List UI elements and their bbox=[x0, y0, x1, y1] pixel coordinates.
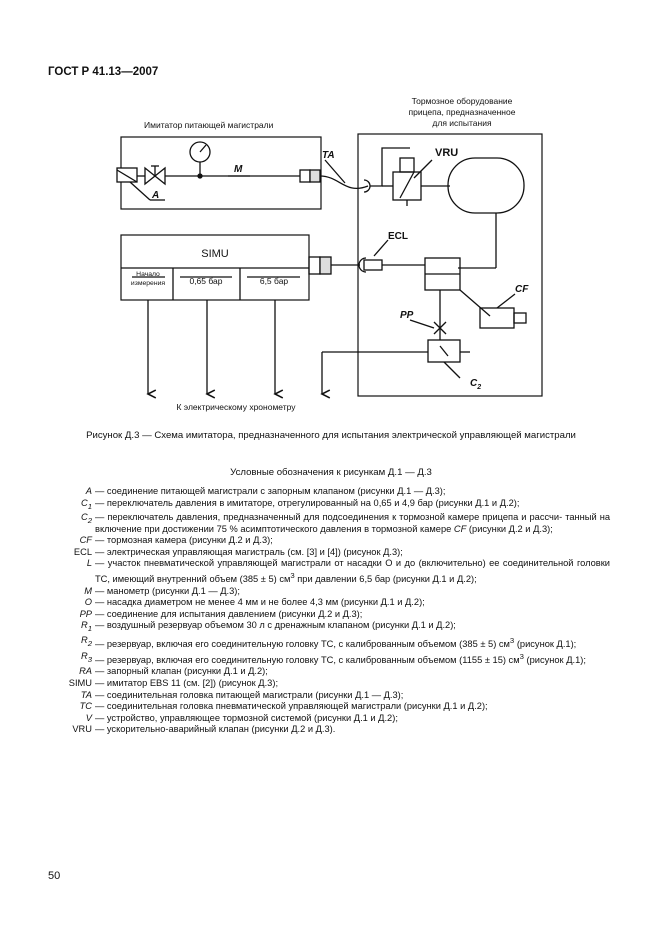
label-065: 0,65 бар bbox=[189, 276, 222, 286]
label-imitator: Имитатор питающей магистрали bbox=[144, 120, 274, 130]
label-a: A bbox=[151, 190, 159, 201]
label-ecl: ECL bbox=[388, 231, 408, 242]
air-reservoir bbox=[447, 157, 525, 214]
label-chronometer: К электрическому хронометру bbox=[176, 402, 296, 412]
label-start-2: измерения bbox=[131, 280, 165, 287]
legend-item-r1: R1 — воздушный резервуар объемом 30 л с … bbox=[80, 620, 456, 634]
legend-item-ra: RA — запорный клапан (рисунки Д.1 и Д.2)… bbox=[79, 666, 268, 677]
label-m: M bbox=[234, 164, 243, 175]
label-c2: C2 bbox=[470, 378, 481, 391]
legend-item-c1: C1 — переключатель давления в имитаторе,… bbox=[80, 497, 520, 511]
shutoff-valve bbox=[144, 166, 166, 186]
legend-item-pp: PP — соединение для испытания давлением … bbox=[79, 608, 363, 619]
connector-ta bbox=[299, 169, 311, 183]
label-pp: PP bbox=[400, 310, 414, 321]
label-cf: CF bbox=[515, 284, 529, 295]
manometer-m bbox=[189, 141, 211, 163]
legend-item-r2: R2 — резервуар, включая его соединительн… bbox=[80, 634, 577, 650]
legend-item-v: V — устройство, управляющее тормозной си… bbox=[85, 712, 398, 723]
legend-item-tc: TC — соединительная головка пневматическ… bbox=[79, 701, 488, 712]
legend-item-cf: CF — тормозная камера (рисунки Д.2 и Д.3… bbox=[79, 535, 273, 546]
figure-caption: Рисунок Д.3 — Схема имитатора, предназна… bbox=[86, 430, 576, 441]
simu-plug bbox=[308, 256, 321, 275]
legend-list: A — соединение питающей магистрали с зап… bbox=[50, 486, 610, 736]
legend-item-o: O — насадка диаметром не менее 4 мм и не… bbox=[84, 597, 425, 608]
label-simu: SIMU bbox=[201, 248, 229, 260]
legend-item-m: M — манометр (рисунки Д.1 — Д.3); bbox=[84, 585, 240, 596]
legend-item-vru: VRU — ускорительно-аварийный клапан (рис… bbox=[72, 724, 336, 735]
legend-item-a: A — соединение питающей магистрали с зап… bbox=[85, 486, 446, 496]
label-start-1: Начало bbox=[136, 271, 160, 278]
label-brake-equipment-3: для испытания bbox=[432, 118, 492, 128]
legend-item-c2: C2 — переключатель давления, предназначе… bbox=[80, 512, 610, 534]
page-number: 50 bbox=[48, 870, 61, 882]
legend-item-l: L — участок пневматической управляющей м… bbox=[86, 558, 610, 585]
legend-title: Условные обозначения к рисункам Д.1 — Д.… bbox=[230, 467, 432, 478]
label-ta: TA bbox=[322, 150, 335, 161]
legend-item-ta: TA — соединительная головка питающей маг… bbox=[80, 689, 404, 700]
label-brake-equipment-1: Тормозное оборудование bbox=[412, 96, 513, 106]
legend-item-simu: SIMU — имитатор EBS 11 (см. [2]) (рисуно… bbox=[68, 677, 279, 688]
page-header: ГОСТ Р 41.13—2007 bbox=[48, 66, 159, 78]
connector-ecl bbox=[363, 259, 383, 271]
label-brake-equipment-2: прицепа, предназначенное bbox=[409, 107, 516, 117]
label-vru: VRU bbox=[435, 147, 458, 159]
label-65: 6,5 бар bbox=[260, 276, 289, 286]
legend-item-r3: R3 — резервуар, включая его соединительн… bbox=[80, 650, 586, 665]
simulator-diagram: Имитатор питающей магистрали Тормозное о… bbox=[116, 96, 543, 412]
legend-item-ecl: ECL — электрическая управляющая магистра… bbox=[73, 546, 403, 557]
